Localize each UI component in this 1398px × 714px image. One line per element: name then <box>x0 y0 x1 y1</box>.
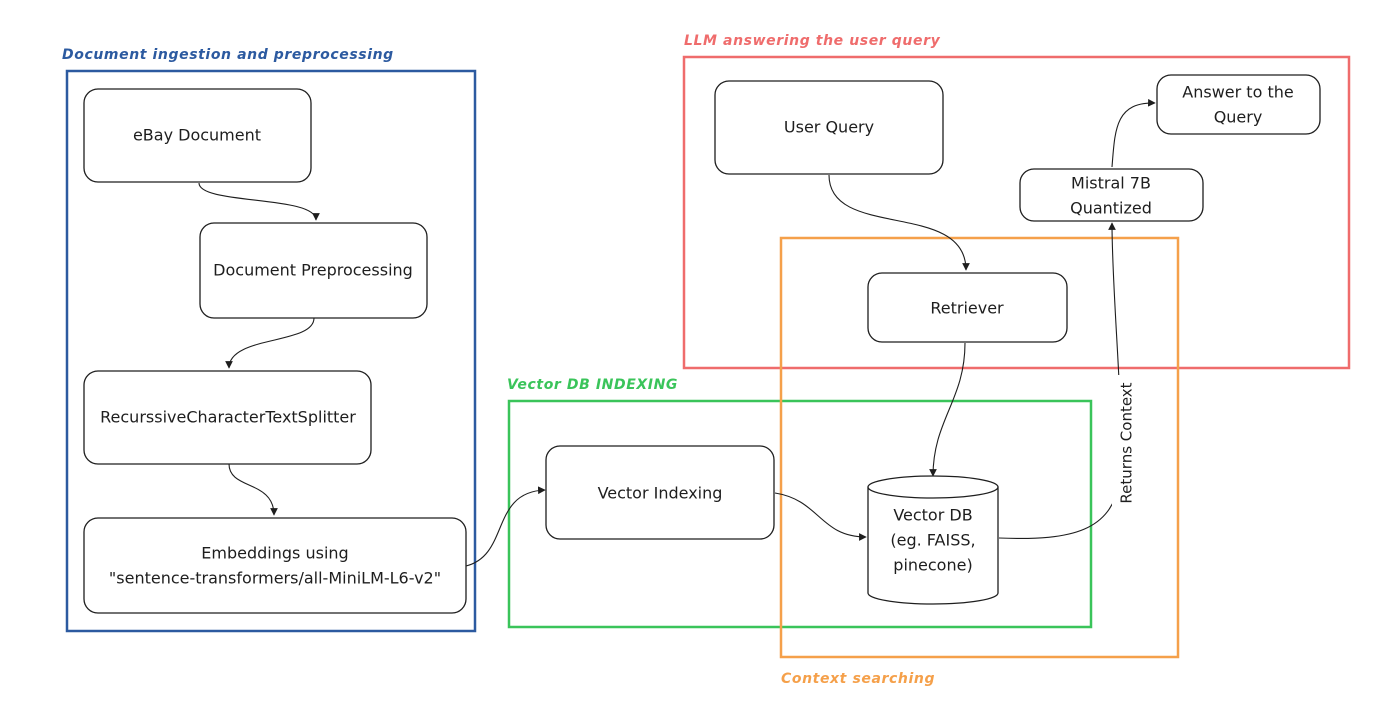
node-vector-db: Vector DB (eg. FAISS, pinecone) <box>867 475 999 605</box>
node-embeddings-label-line1: Embeddings using <box>201 544 348 563</box>
group-title-llm: LLM answering the user query <box>684 33 941 49</box>
edge-splitter-to-embeddings <box>228 463 278 516</box>
node-retriever: Retriever <box>867 272 1068 343</box>
edge-embeddings-to-indexing <box>465 486 546 567</box>
node-vector-db-label-line3: pinecone) <box>893 556 972 575</box>
edge-preprocessing-to-splitter <box>225 317 315 369</box>
node-answer-label-line2: Query <box>1214 108 1263 127</box>
returns-context-label: Returns Context <box>1118 382 1136 503</box>
node-retriever-label: Retriever <box>930 299 1004 318</box>
node-embeddings-label-line2: "sentence-transformers/all-MiniLM-L6-v2" <box>109 569 441 588</box>
node-vector-db-label-line1: Vector DB <box>893 506 972 525</box>
node-mistral: Mistral 7B Quantized <box>1019 168 1204 222</box>
edge-userquery-to-retriever <box>828 174 970 271</box>
node-mistral-label-line1: Mistral 7B <box>1071 174 1151 193</box>
node-answer-label-line1: Answer to the <box>1182 83 1293 102</box>
edge-ebay-to-preprocessing <box>198 182 320 221</box>
node-answer: Answer to the Query <box>1156 74 1321 135</box>
node-user-query-label: User Query <box>784 118 874 137</box>
group-frame-context <box>779 236 1180 659</box>
node-text-splitter: RecurssiveCharacterTextSplitter <box>83 370 372 465</box>
node-vector-indexing-label: Vector Indexing <box>598 484 723 503</box>
node-document-preprocessing: Document Preprocessing <box>199 222 428 319</box>
edge-indexing-to-vectordb <box>774 492 867 541</box>
node-ebay-document-label: eBay Document <box>133 126 261 145</box>
edge-retriever-to-vectordb <box>929 342 966 477</box>
group-frame-ingestion <box>65 69 477 633</box>
node-embeddings: Embeddings using "sentence-transformers/… <box>83 517 467 614</box>
node-user-query: User Query <box>714 80 944 175</box>
group-title-indexing: Vector DB INDEXING <box>507 377 678 393</box>
node-document-preprocessing-label: Document Preprocessing <box>213 261 413 280</box>
node-vector-indexing: Vector Indexing <box>545 445 775 540</box>
edge-vectordb-to-mistral <box>998 222 1122 539</box>
node-mistral-label-line2: Quantized <box>1070 199 1152 218</box>
group-title-ingestion: Document ingestion and preprocessing <box>62 47 394 63</box>
edge-mistral-to-answer <box>1111 98 1156 168</box>
group-frame-llm <box>682 55 1351 370</box>
node-vector-db-label-line2: (eg. FAISS, <box>890 531 975 550</box>
group-title-context: Context searching <box>781 671 935 687</box>
node-text-splitter-label: RecurssiveCharacterTextSplitter <box>100 408 356 427</box>
group-frame-indexing <box>507 399 1093 629</box>
returns-context-label-bg <box>1112 375 1132 511</box>
node-ebay-document: eBay Document <box>83 88 312 183</box>
